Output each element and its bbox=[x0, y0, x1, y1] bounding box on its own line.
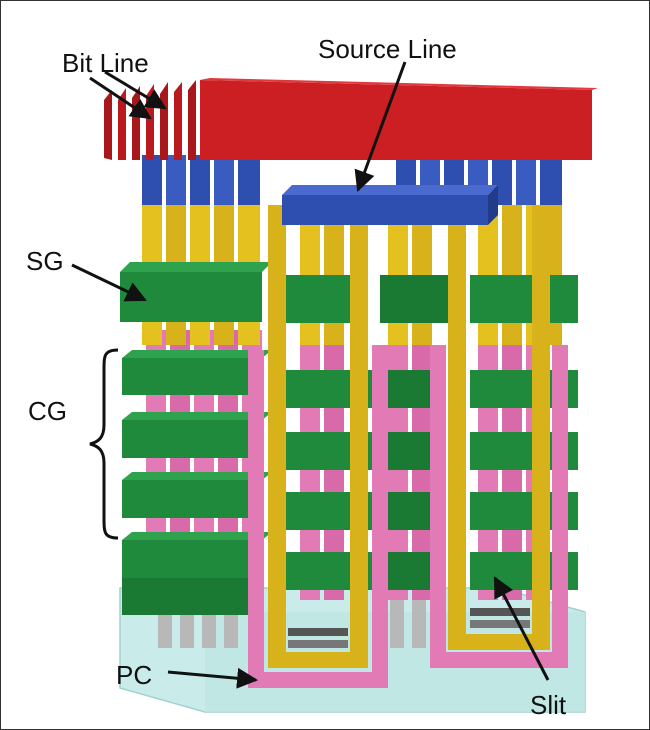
source-line-label: Source Line bbox=[318, 34, 457, 64]
sg-arrow bbox=[71, 263, 147, 302]
sg-label: SG bbox=[26, 246, 64, 276]
source-line-arrow bbox=[354, 61, 407, 192]
slit-arrow bbox=[493, 576, 550, 681]
slit-label: Slit bbox=[530, 690, 567, 720]
slit-u-shape-right bbox=[430, 205, 568, 668]
cg-brace bbox=[89, 348, 119, 540]
arrows bbox=[71, 61, 550, 689]
bit-line-bars bbox=[104, 78, 598, 160]
slit-u-shape-left bbox=[248, 205, 388, 688]
bit-line-arrow-2 bbox=[104, 70, 167, 110]
pc-label: PC bbox=[116, 660, 153, 690]
bit-line-arrow-1 bbox=[89, 76, 152, 120]
pc-arrow bbox=[167, 667, 259, 689]
select-gate-plates bbox=[120, 262, 578, 323]
cg-label: CG bbox=[28, 396, 67, 426]
bit-line-label: Bit Line bbox=[62, 48, 149, 78]
source-line-bar bbox=[282, 185, 498, 225]
